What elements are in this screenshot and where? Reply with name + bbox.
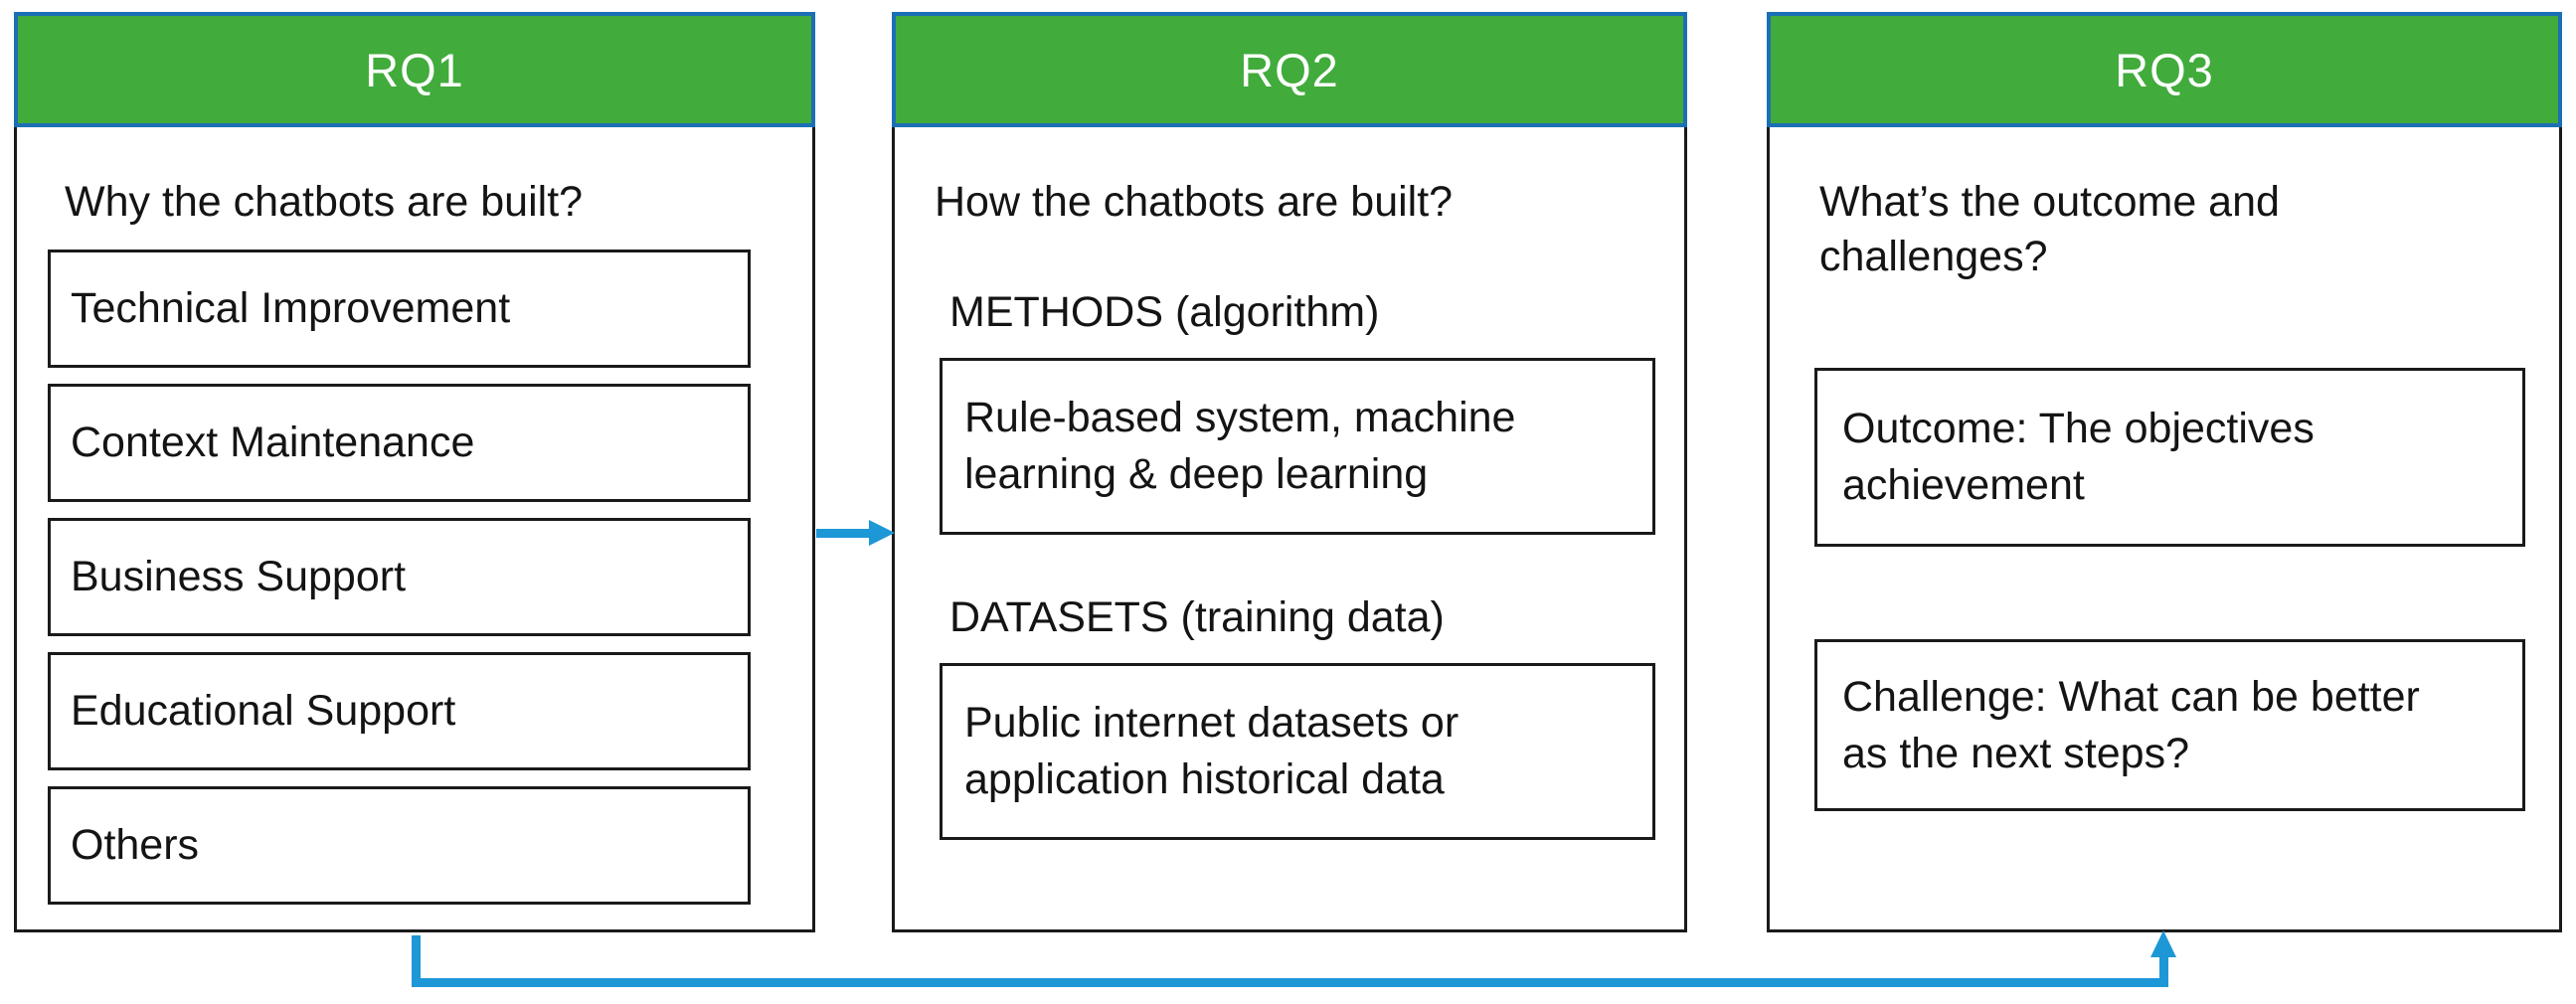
rq2-header: RQ2 bbox=[892, 12, 1687, 127]
rq2-question: How the chatbots are built? bbox=[935, 178, 1454, 226]
rq1-header: RQ1 bbox=[14, 12, 815, 127]
arrow-head-up-icon bbox=[2150, 930, 2176, 957]
rq3-body: What’s the outcome and challenges? Outco… bbox=[1767, 127, 2562, 932]
elbow-segment-down bbox=[412, 935, 421, 987]
arrow-head-right-icon bbox=[869, 520, 895, 546]
rq2-column: RQ2 How the chatbots are built? METHODS … bbox=[892, 12, 1687, 932]
rq3-question: What’s the outcome and challenges? bbox=[1819, 178, 2280, 280]
rq2-datasets-label: DATASETS (training data) bbox=[949, 593, 1445, 641]
rq2-methods-box: Rule-based system, machine learning & de… bbox=[940, 358, 1655, 535]
rq2-datasets-box: Public internet datasets or application … bbox=[940, 663, 1655, 840]
elbow-segment-up bbox=[2159, 954, 2168, 984]
arrow-shaft bbox=[816, 529, 871, 538]
rq1-item-list: Technical Improvement Context Maintenanc… bbox=[17, 250, 812, 905]
rq3-challenge-box: Challenge: What can be better as the nex… bbox=[1814, 639, 2525, 811]
rq1-item-others: Others bbox=[48, 786, 751, 905]
rq1-item-context-maintenance: Context Maintenance bbox=[48, 384, 751, 502]
rq1-column: RQ1 Why the chatbots are built? Technica… bbox=[14, 12, 815, 932]
rq1-item-educational-support: Educational Support bbox=[48, 652, 751, 770]
rq1-question: Why the chatbots are built? bbox=[65, 178, 584, 226]
rq2-body: How the chatbots are built? METHODS (alg… bbox=[892, 127, 1687, 932]
rq1-item-technical-improvement: Technical Improvement bbox=[48, 250, 751, 368]
elbow-segment-horizontal bbox=[412, 978, 2168, 987]
rq2-methods-label: METHODS (algorithm) bbox=[949, 288, 1380, 336]
rq1-body: Why the chatbots are built? Technical Im… bbox=[14, 127, 815, 932]
rq3-header: RQ3 bbox=[1767, 12, 2562, 127]
rq1-item-business-support: Business Support bbox=[48, 518, 751, 636]
rq3-column: RQ3 What’s the outcome and challenges? O… bbox=[1767, 12, 2562, 932]
rq3-outcome-box: Outcome: The objectives achievement bbox=[1814, 368, 2525, 547]
